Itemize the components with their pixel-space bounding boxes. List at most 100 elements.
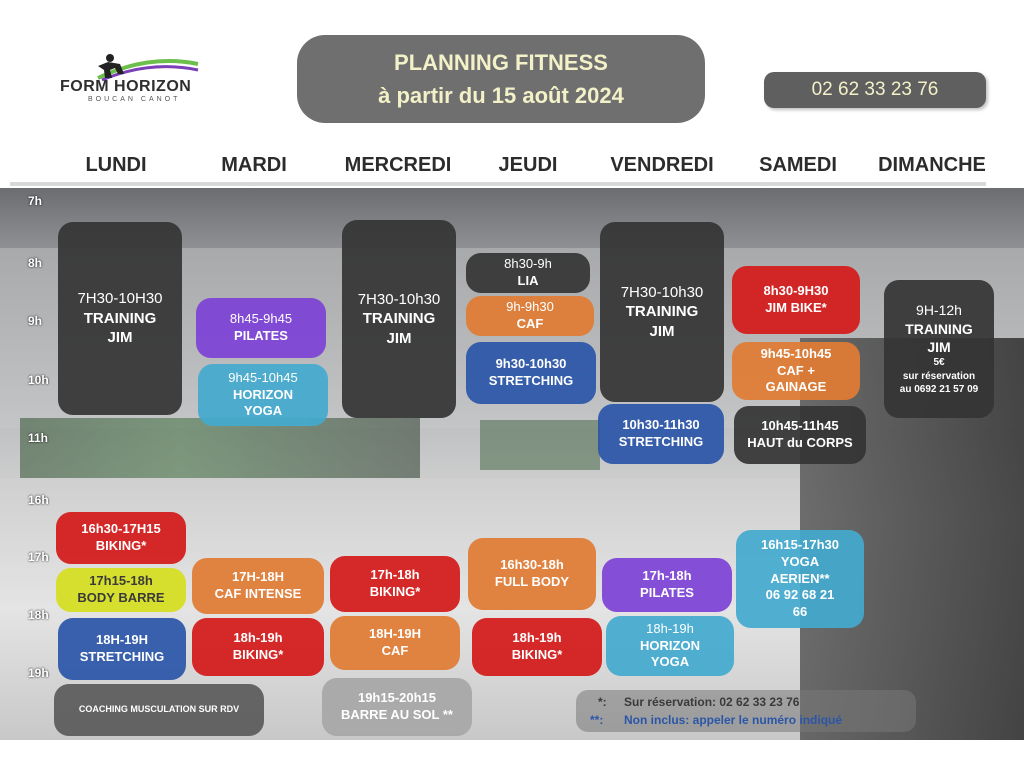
session-name: JIM BIKE* <box>765 300 827 315</box>
session-name: CAF + <box>777 362 815 378</box>
hour-label-17h: 17h <box>28 550 49 564</box>
session-time: 18H-19H <box>368 626 422 642</box>
session-name: BIKING* <box>232 647 284 662</box>
session-time: 8h45-9h45 <box>229 311 293 327</box>
session-time: 9H-12h <box>916 302 962 319</box>
page-title: PLANNING FITNESS <box>394 50 608 75</box>
session-name: BIKING* <box>95 538 147 553</box>
session-vendredi-stretching: 10h30-11h30 STRETCHING <box>598 404 724 464</box>
session-time: 9h45-10h45 <box>760 345 832 361</box>
session-jeudi-full-body: 16h30-18h FULL BODY <box>468 538 596 610</box>
day-header-vendredi: VENDREDI <box>610 154 714 176</box>
session-name: JIM <box>107 329 133 347</box>
logo-tagline: BOUCAN CANOT <box>88 96 181 103</box>
hour-label-10h: 10h <box>28 373 49 387</box>
session-vendredi-training-jim: 7H30-10h30 TRAINING JIM <box>600 222 724 402</box>
session-time: 17H-18H <box>231 569 285 585</box>
session-mardi-biking: 18h-19h BIKING* <box>192 618 324 676</box>
session-name: STRETCHING <box>488 373 574 388</box>
session-name: TRAINING <box>83 309 157 327</box>
session-name: PILATES <box>640 585 694 600</box>
session-name: BODY BARRE <box>77 590 165 605</box>
title-box: PLANNING FITNESS à partir du 15 août 202… <box>297 35 705 123</box>
legend-symbol: *: <box>598 695 607 709</box>
session-name: COACHING MUSCULATION SUR RDV <box>78 704 240 715</box>
athlete-logo-icon <box>97 54 199 82</box>
legend-text: Sur réservation: 02 62 33 23 76 <box>624 695 800 709</box>
session-time: 7H30-10H30 <box>77 290 163 308</box>
session-mercredi-barre-au-sol: 19h15-20h15 BARRE AU SOL ** <box>322 678 472 736</box>
session-time: 18h-19h <box>233 630 283 646</box>
session-time: 9h30-10h30 <box>495 356 567 372</box>
session-mardi-pilates: 8h45-9h45 PILATES <box>196 298 326 358</box>
session-time: 16h15-17h30 <box>760 536 840 552</box>
session-mercredi-caf: 18H-19H CAF <box>330 616 460 670</box>
session-time: 18H-19H <box>95 632 149 648</box>
session-phone: 66 <box>792 604 808 620</box>
hour-label-8h: 8h <box>28 256 43 270</box>
session-samedi-caf-gainage: 9h45-10h45 CAF + GAINAGE <box>732 342 860 400</box>
hour-label-9h: 9h <box>28 314 43 328</box>
session-time: 16h30-17H15 <box>81 521 161 537</box>
session-time: 9h45-10h45 <box>228 369 298 385</box>
session-name: HAUT du CORPS <box>747 435 853 450</box>
legend-box: *: Sur réservation: 02 62 33 23 76 **: Non… <box>576 690 916 732</box>
hour-label-7h: 7h <box>28 194 43 208</box>
session-jeudi-lia: 8h30-9h LIA <box>466 253 590 293</box>
session-mercredi-training-jim: 7H30-10h30 TRAINING JIM <box>342 220 456 418</box>
session-time: 18h-19h <box>512 630 562 646</box>
session-name: BIKING* <box>511 647 563 662</box>
legend-reservation: *: Sur réservation: 02 62 33 23 76 <box>598 695 799 709</box>
session-name: HORIZON <box>233 386 293 402</box>
day-header-samedi: SAMEDI <box>759 154 837 176</box>
session-name: STRETCHING <box>618 434 704 449</box>
session-samedi-haut-du-corps: 10h45-11h45 HAUT du CORPS <box>734 406 866 464</box>
session-name: BARRE AU SOL ** <box>341 707 453 722</box>
session-time: 10h30-11h30 <box>622 417 700 433</box>
session-name: YOGA <box>780 553 820 569</box>
session-mercredi-biking: 17h-18h BIKING* <box>330 556 460 612</box>
session-time: 10h45-11h45 <box>761 418 839 434</box>
form-horizon-logo: FORM HORIZON BOUCAN CANOT <box>58 52 218 104</box>
session-name: JIM <box>649 322 675 340</box>
legend-text: Non inclus: appeler le numéro indiqué <box>624 713 843 727</box>
legend-symbol: **: <box>590 713 604 727</box>
session-note: sur réservation <box>902 370 976 382</box>
legend-not-included: **: Non inclus: appeler le numéro indiqué <box>590 713 842 727</box>
phone-number: 02 62 33 23 76 <box>764 72 986 108</box>
session-lundi-training-jim: 7H30-10H30 TRAINING JIM <box>58 222 182 415</box>
session-name: TRAINING <box>905 320 973 337</box>
session-time: 7H30-10h30 <box>357 290 441 308</box>
session-time: 18h-19h <box>646 620 694 636</box>
session-name: CAF <box>381 643 409 658</box>
session-time: 9h-9h30 <box>506 299 554 315</box>
hour-label-19h: 19h <box>28 666 49 680</box>
hour-label-18h: 18h <box>28 608 49 622</box>
day-header-mercredi: MERCREDI <box>344 154 452 176</box>
session-time: 16h30-18h <box>500 557 564 573</box>
header-divider <box>10 182 986 186</box>
session-name: HORIZON <box>640 637 700 653</box>
session-time: 19h15-20h15 <box>357 690 437 706</box>
session-name: JIM <box>386 329 412 347</box>
hour-label-11h: 11h <box>28 431 49 445</box>
session-name: STRETCHING <box>79 649 165 664</box>
session-name: BIKING* <box>369 584 421 599</box>
session-name: YOGA <box>650 654 690 670</box>
session-mardi-horizon-yoga: 9h45-10h45 HORIZON YOGA <box>198 364 328 426</box>
session-price: 5€ <box>933 357 945 369</box>
session-time: 7H30-10h30 <box>620 283 704 301</box>
session-samedi-yoga-aerien: 16h15-17h30 YOGA AERIEN** 06 92 68 21 66 <box>736 530 864 628</box>
session-jeudi-biking: 18h-19h BIKING* <box>472 618 602 676</box>
session-name: CAF INTENSE <box>214 586 302 601</box>
session-name: FULL BODY <box>494 574 570 589</box>
session-coaching-musculation: COACHING MUSCULATION SUR RDV <box>54 684 264 736</box>
session-name: YOGA <box>243 403 283 419</box>
session-name: GAINAGE <box>765 379 827 395</box>
day-header-lundi: LUNDI <box>85 154 147 176</box>
page-subtitle: à partir du 15 août 2024 <box>378 83 624 108</box>
day-header-jeudi: JEUDI <box>498 154 558 176</box>
session-phone: 06 92 68 21 <box>765 587 835 603</box>
day-header-mardi: MARDI <box>221 154 287 176</box>
session-lundi-stretching: 18H-19H STRETCHING <box>58 618 186 680</box>
